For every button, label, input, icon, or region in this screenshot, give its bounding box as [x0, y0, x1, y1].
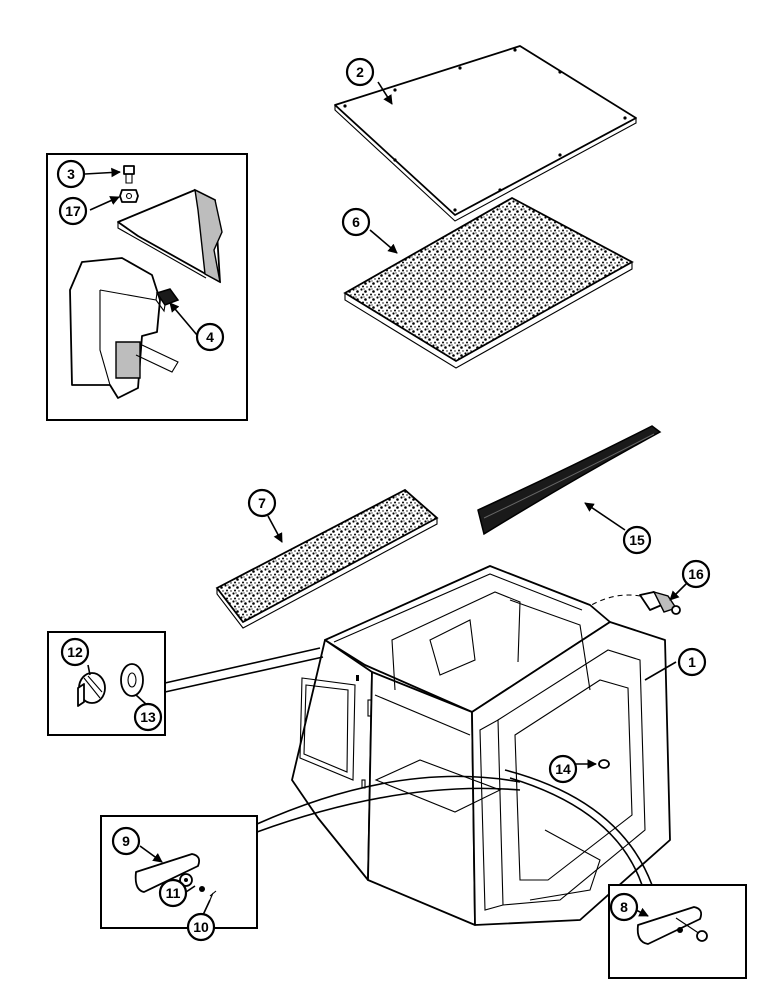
callout-3: 3	[56, 159, 86, 189]
callout-16: 16	[681, 559, 711, 589]
callout-7-label: 7	[258, 495, 266, 511]
callout-8: 8	[609, 892, 639, 922]
clip-nut	[155, 288, 180, 313]
callout-12: 12	[60, 637, 90, 667]
callout-10: 10	[186, 912, 216, 942]
callout-4-label: 4	[206, 329, 214, 345]
callout-8-label: 8	[620, 899, 628, 915]
screw	[209, 890, 217, 901]
plug	[77, 672, 106, 707]
seal-strip	[477, 425, 662, 536]
callout-6: 6	[341, 207, 371, 237]
callout-12-label: 12	[67, 644, 83, 660]
callout-1: 1	[677, 647, 707, 677]
bolt	[123, 165, 135, 184]
connector	[569, 590, 681, 621]
callout-9: 9	[111, 826, 141, 856]
mirror	[636, 906, 708, 945]
lock-washer	[199, 886, 205, 892]
callout-10-label: 10	[193, 919, 209, 935]
headliner-foam	[343, 196, 634, 369]
callout-3-label: 3	[67, 166, 75, 182]
mounting-cover	[69, 257, 179, 399]
grommet	[120, 663, 144, 697]
callout-1-label: 1	[688, 654, 696, 670]
callout-14-label: 14	[555, 761, 571, 777]
callout-9-label: 9	[122, 833, 130, 849]
roof-panel	[334, 45, 637, 222]
callout-17-label: 17	[65, 203, 81, 219]
callout-15-label: 15	[629, 532, 645, 548]
callout-2: 2	[345, 57, 375, 87]
callout-13: 13	[133, 702, 163, 732]
nut	[119, 189, 139, 203]
callout-11: 11	[158, 878, 188, 908]
leader-lines	[84, 81, 691, 917]
callout-16-label: 16	[688, 566, 704, 582]
callout-6-label: 6	[352, 214, 360, 230]
latch-detail-inset	[46, 153, 248, 421]
callout-4: 4	[195, 322, 225, 352]
callout-14: 14	[548, 754, 578, 784]
callout-7: 7	[247, 488, 277, 518]
mirror	[134, 853, 201, 893]
callout-2-label: 2	[356, 64, 364, 80]
callout-17: 17	[58, 196, 88, 226]
callout-11-label: 11	[166, 885, 181, 901]
plug-grommet-inset	[47, 631, 324, 736]
bracket-panel	[117, 188, 223, 284]
interior-mirror-inset-left	[100, 775, 521, 929]
callout-13-label: 13	[140, 709, 156, 725]
front-headliner-foam	[215, 488, 439, 629]
callout-15: 15	[622, 525, 652, 555]
cab-frame	[291, 565, 671, 926]
